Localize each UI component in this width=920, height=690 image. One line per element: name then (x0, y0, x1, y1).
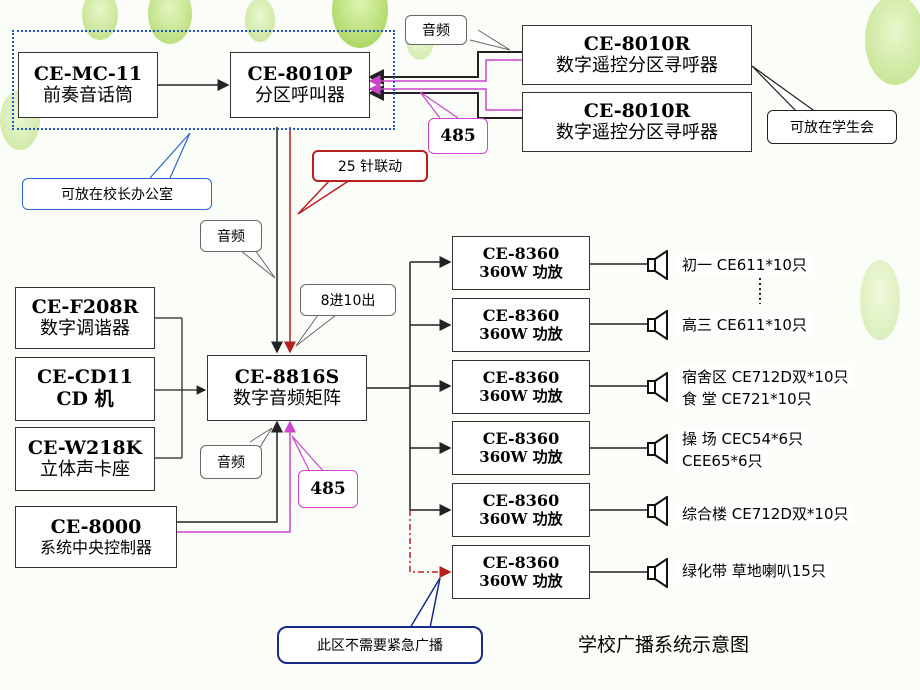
caller-model: CE-8010P (247, 62, 353, 85)
remote2-box: CE-8010R 数字遥控分区寻呼器 (522, 92, 752, 152)
amp-model: CE-8360 (482, 244, 560, 264)
deck-model: CE-W218K (27, 436, 143, 459)
audio-mid-pointer (239, 249, 276, 279)
controller-485-line (177, 420, 296, 533)
audio-callout: 音频 (405, 15, 467, 45)
remote2-model: CE-8010R (583, 99, 691, 122)
remote2-485-line (368, 83, 522, 111)
amp-model: CE-8360 (482, 306, 560, 326)
audio-top-pointer (469, 29, 511, 51)
controller-name: 系统中央控制器 (39, 537, 152, 557)
matrix-model: CE-8816S (234, 365, 340, 388)
speaker-icon (647, 434, 668, 464)
matrix-box: CE-8816S 数字音频矩阵 (207, 355, 367, 421)
amp-model: CE-8360 (482, 429, 560, 449)
student-pointer (751, 65, 821, 116)
amp-model: CE-8360 (482, 368, 560, 388)
mic-box: CE-MC-11 前奏音话筒 (18, 52, 158, 118)
remote1-model: CE-8010R (583, 32, 691, 55)
amp-box: CE-8360 360W 功放 (452, 545, 590, 599)
cd-name: CD 机 (56, 388, 114, 410)
amp-box: CE-8360 360W 功放 (452, 236, 590, 290)
amp-name: 360W 功放 (479, 262, 563, 281)
remote2-name: 数字遥控分区寻呼器 (556, 121, 718, 143)
remote2-audio-line (368, 85, 522, 119)
zone-label: CEE65*6只 (677, 450, 768, 471)
zone-label: 操 场 CEC54*6只 (677, 428, 809, 449)
remote1-audio-line (368, 51, 522, 85)
rs485-top-pointer (419, 91, 459, 119)
rs485-low-pointer (291, 435, 325, 473)
audio-callout: 音频 (200, 445, 262, 479)
student-union-callout: 可放在学生会 (767, 110, 897, 144)
matrix-name: 数字音频矩阵 (233, 387, 341, 409)
io-pointer (295, 314, 337, 347)
zone-label: 绿化带 草地喇叭15只 (677, 560, 831, 581)
tuner-name: 数字调谐器 (40, 317, 130, 339)
zone-label: 高三 CE611*10只 (677, 314, 812, 335)
amp-name: 360W 功放 (479, 571, 563, 590)
cd-box: CE-CD11 CD 机 (15, 357, 155, 421)
controller-model: CE-8000 (50, 515, 142, 538)
tuner-box: CE-F208R 数字调谐器 (15, 287, 155, 349)
amp-box: CE-8360 360W 功放 (452, 298, 590, 352)
mic-name: 前奏音话筒 (43, 84, 133, 106)
amp-name: 360W 功放 (479, 386, 563, 405)
speaker-icon (647, 372, 668, 402)
amp-name: 360W 功放 (479, 324, 563, 343)
zone-label: 食 堂 CE721*10只 (677, 388, 817, 409)
amp-model: CE-8360 (482, 553, 560, 573)
controller-audio-line (177, 420, 283, 523)
speaker-icon (647, 310, 668, 340)
controller-box: CE-8000 系统中央控制器 (15, 506, 177, 568)
amp-box: CE-8360 360W 功放 (452, 360, 590, 414)
amp-box: CE-8360 360W 功放 (452, 483, 590, 537)
caller-name: 分区呼叫器 (255, 84, 345, 106)
remote1-box: CE-8010R 数字遥控分区寻呼器 (522, 25, 752, 85)
zone-label: 初一 CE611*10只 (677, 254, 812, 275)
remote1-name: 数字遥控分区寻呼器 (556, 54, 718, 76)
speaker-icon (647, 496, 668, 526)
io-callout: 8进10出 (300, 284, 396, 316)
no-emergency-pointer (409, 577, 441, 629)
emergency-free-line (409, 510, 452, 578)
diagram-title: 学校广播系统示意图 (578, 634, 750, 656)
speaker-icon (647, 250, 668, 280)
amp-model: CE-8360 (482, 491, 560, 511)
pin25-pointer (297, 179, 351, 215)
cd-model: CE-CD11 (37, 366, 133, 389)
pin25-callout: 25 针联动 (312, 150, 428, 182)
amp-name: 360W 功放 (479, 509, 563, 528)
rs485-callout: 485 (298, 470, 358, 508)
amp-box: CE-8360 360W 功放 (452, 421, 590, 475)
tuner-model: CE-F208R (31, 295, 139, 318)
caller-box: CE-8010P 分区呼叫器 (230, 52, 370, 118)
rs485-callout: 485 (428, 118, 488, 154)
principal-pointer (149, 132, 191, 179)
zone-label: 综合楼 CE712D双*10只 (677, 503, 854, 524)
speaker-icon (647, 558, 668, 588)
remote1-485-line (368, 59, 522, 87)
audio-callout: 音频 (200, 220, 262, 252)
principal-office-zone (12, 30, 395, 130)
zone-label: 宿舍区 CE712D双*10只 (677, 366, 854, 387)
mic-model: CE-MC-11 (33, 62, 143, 85)
principal-office-callout: 可放在校长办公室 (22, 178, 212, 210)
deck-name: 立体声卡座 (40, 458, 130, 480)
amp-name: 360W 功放 (479, 447, 563, 466)
no-emergency-callout: 此区不需要紧急广播 (277, 626, 483, 664)
deck-box: CE-W218K 立体声卡座 (15, 427, 155, 491)
